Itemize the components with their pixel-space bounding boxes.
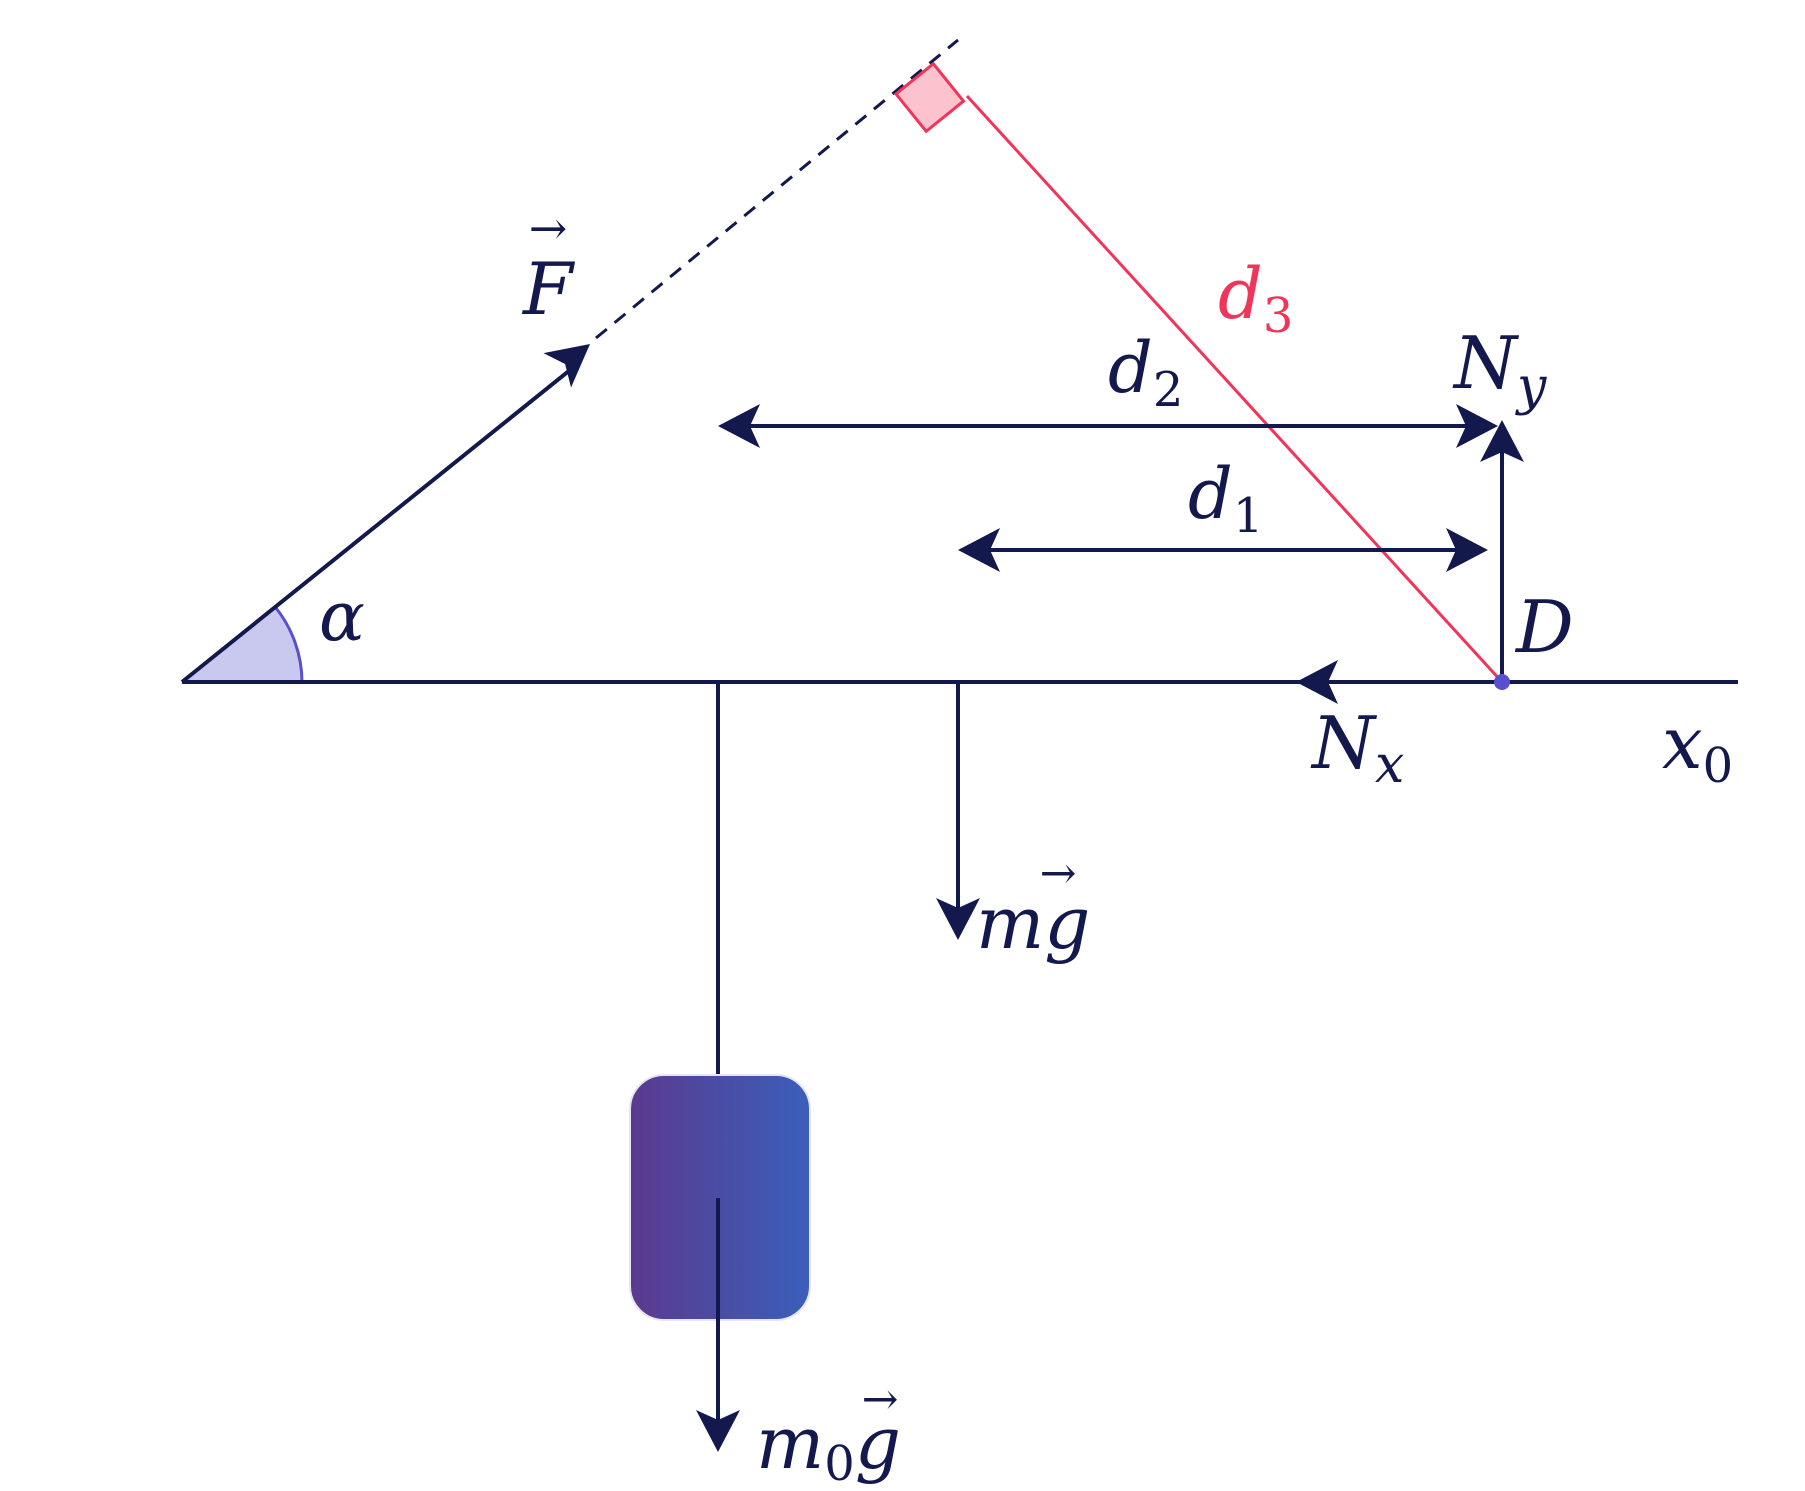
force-f-arrowhead [543, 344, 590, 388]
pivot-point-d [1494, 674, 1510, 690]
weight-mg-arrowhead [936, 898, 980, 940]
label-normal-ny: Ny [1452, 321, 1547, 417]
normal-ny-arrowhead [1480, 420, 1524, 462]
angle-alpha-sector [182, 608, 302, 682]
d3-lever-arm-line [965, 94, 1504, 684]
label-angle-alpha: α [319, 578, 365, 657]
right-angle-marker [893, 61, 966, 134]
label-x0: x0 [1662, 701, 1733, 794]
label-d1: d1 [1188, 453, 1263, 544]
label-weight-mg: mg [976, 881, 1090, 965]
weight-m0g-arrowhead [696, 1410, 740, 1452]
label-force-arrow: → [529, 201, 568, 255]
normal-nx-arrowhead [1296, 660, 1338, 704]
d1-arrowhead-right [1446, 528, 1488, 572]
label-normal-nx: Nx [1310, 701, 1404, 795]
d2-arrowhead-right [1456, 404, 1498, 448]
label-point-d: D [1514, 585, 1574, 669]
label-d3: d3 [1218, 253, 1293, 344]
d1-arrowhead-left [958, 528, 1000, 572]
label-d2: d2 [1108, 327, 1183, 418]
label-weight-m0g: m0g [756, 1401, 901, 1491]
d2-arrowhead-left [718, 404, 760, 448]
force-line-of-action-dashed [595, 38, 959, 340]
label-force-f: F [521, 247, 576, 331]
force-f-vector [180, 364, 577, 684]
label-weight-m0g-arrow: → [862, 1374, 899, 1425]
label-weight-mg-arrow: → [1040, 848, 1077, 899]
angle-alpha-arc [274, 607, 304, 683]
